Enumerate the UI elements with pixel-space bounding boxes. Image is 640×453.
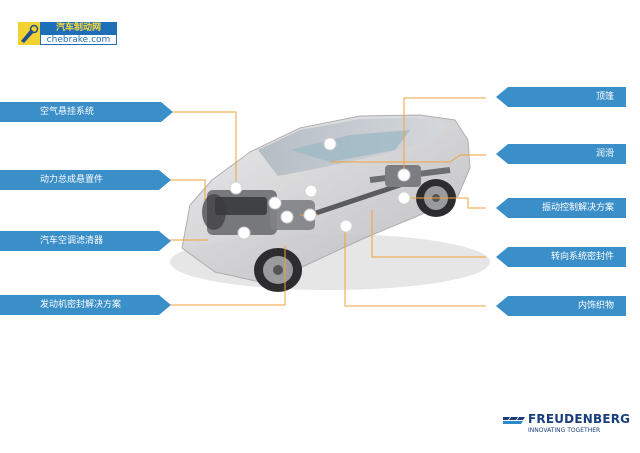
label-headliner: 顶篷	[496, 87, 626, 107]
label-ac-filter: 汽车空调滤清器	[0, 231, 171, 251]
label-powertrain-mounts: 动力总成悬置件	[0, 170, 171, 190]
label-engine-sealing: 发动机密封解决方案	[0, 295, 171, 315]
freudenberg-mark-icon	[503, 417, 525, 424]
callout-dots	[229, 137, 411, 240]
brand-tagline: INNOVATING TOGETHER	[528, 427, 601, 434]
sunroof	[290, 130, 410, 162]
label-interior-fabrics: 内饰织物	[496, 296, 626, 316]
label-vibration-control: 振动控制解决方案	[496, 198, 626, 218]
site-logo[interactable]: 汽车制动网 chebrake.com	[18, 22, 117, 45]
front-left-wheel	[202, 194, 226, 230]
brand-name: FREUDENBERG	[528, 412, 631, 426]
drive-shaft	[309, 182, 401, 218]
label-lubrication: 润滑	[496, 144, 626, 164]
leader-lines	[168, 97, 486, 307]
label-steering-seals: 转向系统密封件	[496, 247, 626, 267]
front-wheel	[254, 248, 302, 292]
site-name: 汽车制动网	[40, 22, 117, 34]
site-domain: chebrake.com	[40, 34, 117, 45]
label-air-suspension: 空气悬挂系统	[0, 102, 173, 122]
brake-pad-icon	[18, 22, 40, 45]
